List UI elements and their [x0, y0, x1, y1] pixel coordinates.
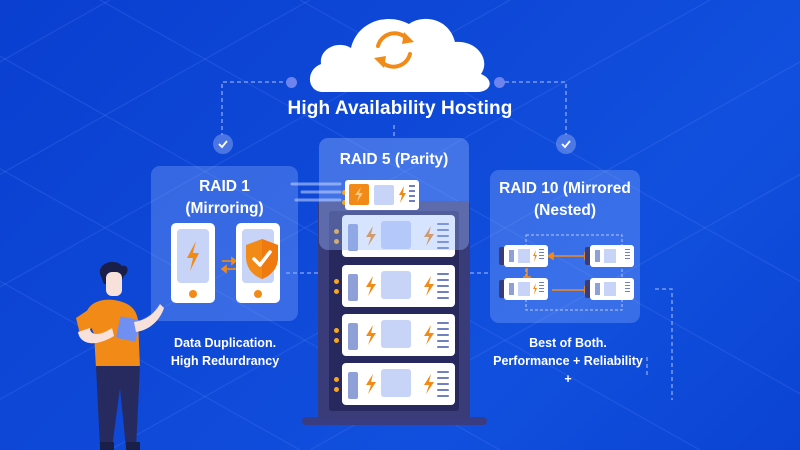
raid1-caption-line2: High Redurdrancy — [170, 354, 280, 368]
lightning-icon — [533, 283, 537, 295]
phone-button — [254, 290, 262, 298]
raid10-title-line2: (Nested) — [533, 202, 596, 219]
lightning-icon — [533, 250, 537, 262]
lightning-icon — [366, 325, 376, 345]
check-badge-right — [556, 134, 576, 154]
page-title: High Availability Hosting — [287, 98, 513, 119]
sync-icon — [374, 31, 414, 69]
vents — [437, 223, 449, 253]
server-unit — [342, 215, 455, 257]
server-unit — [342, 314, 455, 356]
rack-leds — [331, 229, 342, 249]
lightning-icon — [366, 276, 376, 296]
mini-server — [499, 278, 548, 300]
server-unit-ejecting — [345, 180, 419, 210]
phone-screen — [177, 229, 209, 283]
raid1-caption-line1: Data Duplication. — [173, 336, 277, 350]
rack-leds — [331, 377, 342, 397]
server-unit — [342, 363, 455, 405]
raid1-panel: RAID 1 (Mirroring) — [151, 166, 298, 321]
swap-arrows-icon — [221, 256, 237, 274]
speed-lines — [290, 182, 342, 202]
raid5-title: RAID 5 (Parity) — [339, 151, 449, 168]
check-icon — [218, 140, 228, 149]
rack-leds — [331, 328, 342, 348]
shield-check-icon — [246, 239, 278, 279]
raid10-title-line1: RAID 10 (Mirrored — [499, 180, 631, 197]
lightning-icon — [424, 226, 434, 246]
cloud-icon — [309, 18, 490, 93]
lightning-icon — [424, 325, 434, 345]
phone-primary — [171, 223, 215, 303]
raid1-title-line1: RAID 1 — [199, 178, 250, 195]
vents — [437, 322, 449, 352]
raid10-caption: Best of Both. Performance + Reliability … — [488, 334, 648, 388]
check-icon — [561, 140, 571, 149]
lightning-icon — [366, 226, 376, 246]
vents — [437, 371, 449, 401]
connector-node-right — [494, 77, 505, 88]
rack-leds — [339, 190, 350, 210]
raid10-caption-line1: Best of Both. — [529, 336, 607, 350]
mini-server — [585, 278, 634, 300]
rack-leds — [331, 279, 342, 299]
raid10-caption-line2: Performance + Reliability + — [493, 354, 643, 386]
raid1-caption: Data Duplication. High Redurdrancy — [150, 334, 300, 370]
check-badge-left — [213, 134, 233, 154]
raid10-panel: RAID 10 (Mirrored (Nested) — [490, 170, 640, 323]
connector-node-left — [286, 77, 297, 88]
lightning-icon — [399, 186, 406, 203]
orange-drive — [349, 184, 369, 205]
vents — [437, 273, 449, 303]
rack-base — [302, 417, 487, 425]
lightning-icon — [424, 374, 434, 394]
raid1-title-line2: (Mirroring) — [185, 200, 264, 217]
lightning-icon — [424, 276, 434, 296]
lightning-icon — [366, 374, 376, 394]
raid1-title: RAID 1 (Mirroring) — [151, 176, 298, 220]
raid10-title: RAID 10 (Mirrored (Nested) — [490, 178, 640, 222]
person-illustration — [76, 261, 164, 450]
mini-server — [499, 245, 548, 267]
lightning-icon — [187, 241, 199, 271]
phone-button — [189, 290, 197, 298]
mini-server — [585, 245, 634, 267]
vents — [409, 185, 415, 202]
lightning-icon — [355, 187, 363, 202]
server-unit — [342, 265, 455, 307]
